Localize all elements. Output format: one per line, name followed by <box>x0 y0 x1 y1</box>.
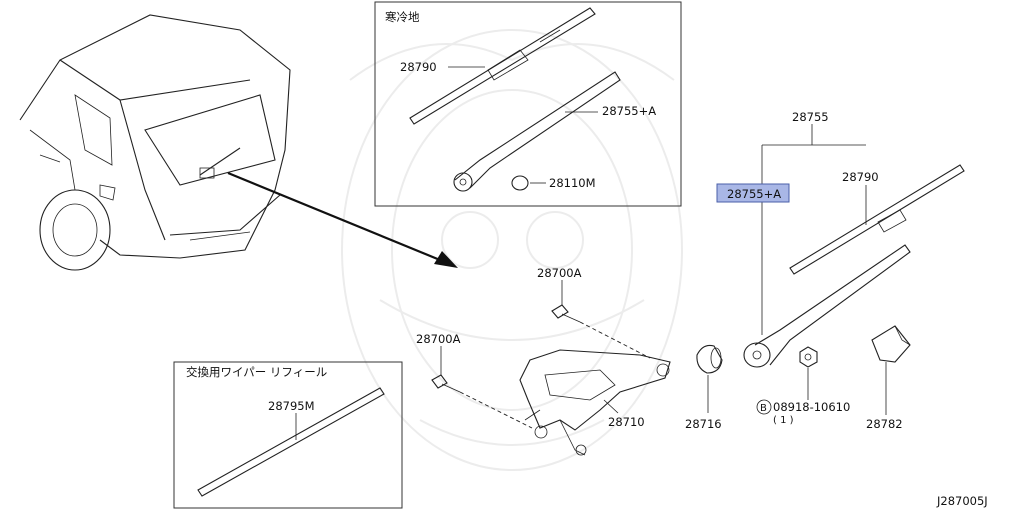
label-28790-right: 28790 <box>842 170 879 184</box>
label-nut-qty: ( 1 ) <box>773 415 794 426</box>
watermark-emblem <box>341 29 683 471</box>
cold-climate-label: 寒冷地 <box>385 10 420 24</box>
nut-circle-mark <box>756 399 772 415</box>
blade-28790-top <box>409 7 596 125</box>
label-28755a-highlight: 28755+A <box>727 187 781 201</box>
bolt-28700a-top <box>551 304 581 323</box>
label-28716: 28716 <box>685 417 722 431</box>
refill-label: 交換用ワイパー リフィール <box>186 365 327 379</box>
diagram-id: J287005J <box>936 494 988 508</box>
motor-28710 <box>519 349 671 456</box>
label-28110m: 28110M <box>549 176 596 190</box>
highlight-28755a <box>716 183 790 203</box>
label-nut-number: 08918-10610 <box>773 400 850 414</box>
label-28790-top: 28790 <box>400 60 437 74</box>
refill-28795m <box>197 387 385 497</box>
vehicle-illustration <box>19 14 291 271</box>
location-arrow <box>227 171 458 268</box>
cap-28782 <box>871 325 911 363</box>
cap-28110m <box>511 175 529 191</box>
arm-28755-right <box>743 244 911 368</box>
arm-28755a-top <box>453 71 621 192</box>
nut-08918 <box>799 346 818 368</box>
label-28700a-left: 28700A <box>416 332 461 346</box>
bolt-28700a-left <box>431 374 461 393</box>
label-28700a-top: 28700A <box>537 266 582 280</box>
label-28755a-top: 28755+A <box>602 104 656 118</box>
label-28782: 28782 <box>866 417 903 431</box>
label-28755: 28755 <box>792 110 829 124</box>
blade-28790-right <box>789 164 965 275</box>
bolt-top-guide <box>579 321 651 359</box>
label-28710: 28710 <box>608 415 645 429</box>
refill-box <box>173 361 403 509</box>
label-nut-circle: B <box>760 403 767 414</box>
label-28795m: 28795M <box>268 399 315 413</box>
grommet-28716 <box>696 344 723 374</box>
cold-climate-box <box>374 1 682 207</box>
